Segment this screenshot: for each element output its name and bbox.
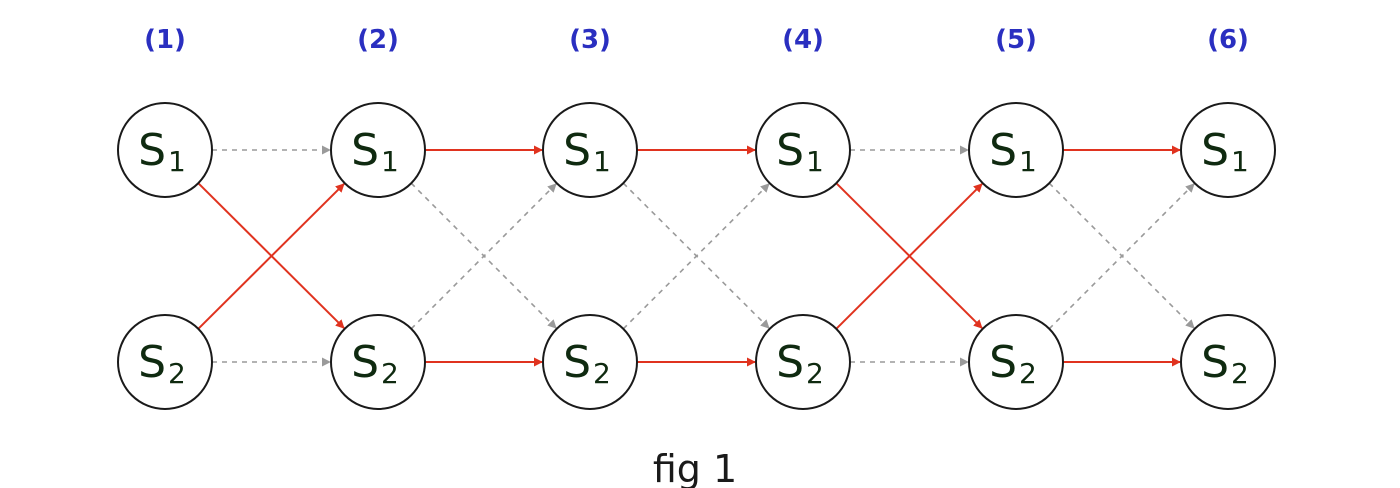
state-letter: S xyxy=(138,337,166,388)
state-label: S2 xyxy=(1201,337,1249,390)
state-label: S1 xyxy=(351,125,399,178)
state-node-5-s1: S1 xyxy=(968,102,1064,198)
step-label-6: (6) xyxy=(1207,25,1249,55)
edge-1-s2-to-s1-active xyxy=(197,183,345,330)
step-label-1: (1) xyxy=(144,25,186,55)
state-label: S1 xyxy=(563,125,611,178)
edge-5-s2-to-s1-inactive xyxy=(1048,183,1195,330)
state-node-5-s2: S2 xyxy=(968,314,1064,410)
state-circle xyxy=(755,102,851,198)
state-subscript: 1 xyxy=(381,145,399,178)
state-subscript: 2 xyxy=(381,357,399,390)
state-node-1-s2: S2 xyxy=(117,314,213,410)
state-letter: S xyxy=(776,125,804,176)
state-label: S2 xyxy=(351,337,399,390)
step-label-4: (4) xyxy=(782,25,824,55)
step-labels: (1) (2) (3) (4) (5) (6) xyxy=(144,25,1249,55)
state-node-4-s1: S1 xyxy=(755,102,851,198)
state-letter: S xyxy=(1201,337,1229,388)
edge-2-s2-to-s1-inactive xyxy=(410,183,557,330)
state-subscript: 2 xyxy=(806,357,824,390)
state-letter: S xyxy=(1201,125,1229,176)
step-label-2: (2) xyxy=(357,25,399,55)
state-subscript: 2 xyxy=(593,357,611,390)
figure-caption: fig 1 xyxy=(653,447,737,488)
state-letter: S xyxy=(989,337,1017,388)
state-label: S1 xyxy=(776,125,824,178)
state-circle xyxy=(1180,102,1276,198)
state-node-3-s1: S1 xyxy=(542,102,638,198)
edge-3-s2-to-s1-inactive xyxy=(622,183,770,330)
state-label: S1 xyxy=(138,125,186,178)
state-label: S2 xyxy=(776,337,824,390)
state-subscript: 1 xyxy=(593,145,611,178)
state-label: S1 xyxy=(1201,125,1249,178)
state-node-6-s2: S2 xyxy=(1180,314,1276,410)
state-subscript: 1 xyxy=(806,145,824,178)
state-circle xyxy=(968,102,1064,198)
state-subscript: 2 xyxy=(168,357,186,390)
state-node-2-s2: S2 xyxy=(330,314,426,410)
state-circle xyxy=(330,314,426,410)
state-subscript: 1 xyxy=(1231,145,1249,178)
state-letter: S xyxy=(563,337,591,388)
edges-layer xyxy=(197,145,1195,367)
step-label-5: (5) xyxy=(995,25,1037,55)
state-node-2-s1: S1 xyxy=(330,102,426,198)
state-circle xyxy=(968,314,1064,410)
state-node-4-s2: S2 xyxy=(755,314,851,410)
state-subscript: 1 xyxy=(168,145,186,178)
state-circle xyxy=(117,102,213,198)
state-circle xyxy=(755,314,851,410)
edge-4-s2-to-s1-active xyxy=(835,183,983,330)
state-circle xyxy=(542,102,638,198)
state-node-6-s1: S1 xyxy=(1180,102,1276,198)
state-letter: S xyxy=(351,125,379,176)
state-label: S1 xyxy=(989,125,1037,178)
state-letter: S xyxy=(138,125,166,176)
state-subscript: 2 xyxy=(1019,357,1037,390)
state-label: S2 xyxy=(989,337,1037,390)
state-node-1-s1: S1 xyxy=(117,102,213,198)
state-subscript: 1 xyxy=(1019,145,1037,178)
state-circle xyxy=(1180,314,1276,410)
state-letter: S xyxy=(989,125,1017,176)
state-letter: S xyxy=(776,337,804,388)
state-circle xyxy=(542,314,638,410)
state-node-3-s2: S2 xyxy=(542,314,638,410)
state-subscript: 2 xyxy=(1231,357,1249,390)
state-label: S2 xyxy=(138,337,186,390)
state-label: S2 xyxy=(563,337,611,390)
step-label-3: (3) xyxy=(569,25,611,55)
state-circle xyxy=(117,314,213,410)
state-letter: S xyxy=(351,337,379,388)
state-circle xyxy=(330,102,426,198)
state-letter: S xyxy=(563,125,591,176)
